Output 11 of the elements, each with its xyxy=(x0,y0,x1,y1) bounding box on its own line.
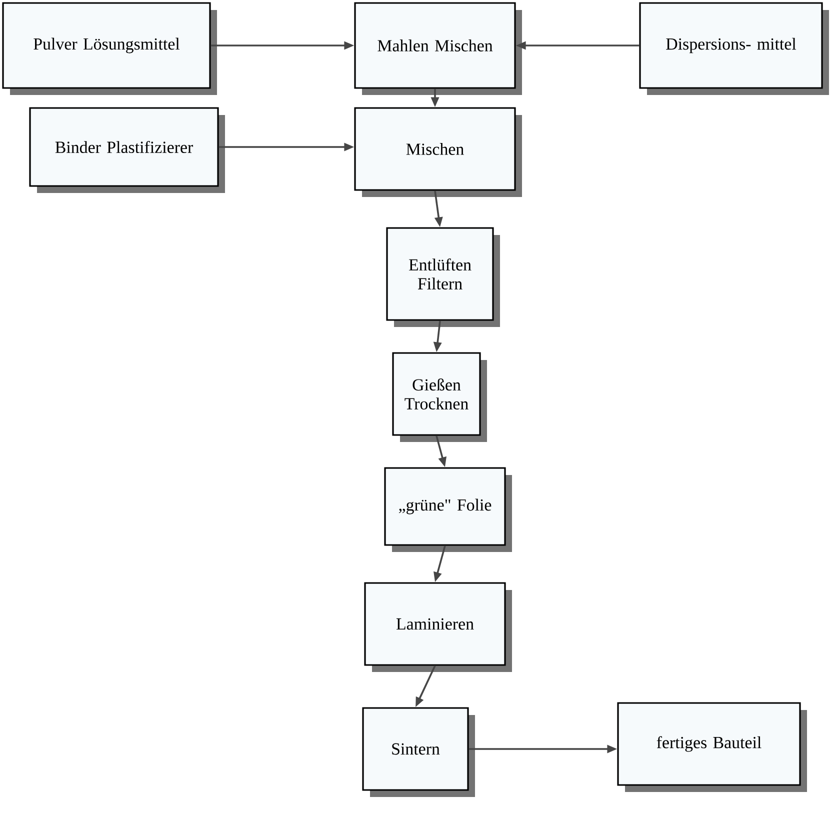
process-box: Mahlen Mischen xyxy=(354,2,522,95)
process-box: Dispersions- mittel xyxy=(639,2,829,95)
process-box: Laminieren xyxy=(364,582,512,672)
process-box: Mischen xyxy=(354,107,522,197)
process-box: Gießen Trocknen xyxy=(392,352,487,442)
process-box: Entlüften Filtern xyxy=(386,227,500,327)
process-box: fertiges Bauteil xyxy=(617,702,807,792)
process-box: Pulver Lösungsmittel xyxy=(2,2,217,95)
process-box: Sintern xyxy=(362,707,475,797)
process-box: „grüne" Folie xyxy=(384,467,512,552)
process-box: Binder Plastifizierer xyxy=(29,107,225,193)
